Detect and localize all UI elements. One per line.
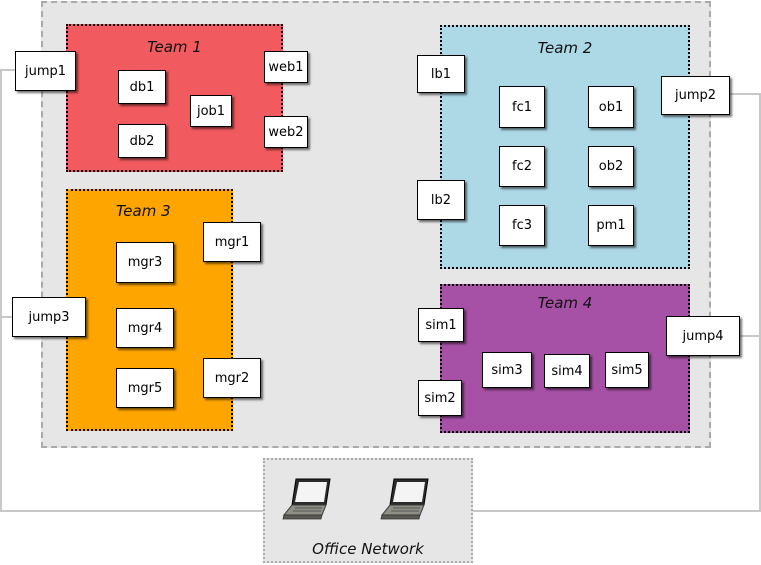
node-fc2[interactable]: fc2 [499,146,545,187]
office-network-zone: Office Network [263,458,473,563]
team1-title: Team 1 [147,38,202,56]
wire-jump1-office [0,69,263,512]
node-lb1[interactable]: lb1 [417,55,465,93]
node-db1[interactable]: db1 [118,70,166,104]
node-web1[interactable]: web1 [264,51,308,83]
node-sim2[interactable]: sim2 [418,380,462,416]
node-ob2[interactable]: ob2 [588,146,634,187]
node-jump3[interactable]: jump3 [12,297,86,337]
office-network-label: Office Network [312,540,424,558]
node-web2[interactable]: web2 [264,116,308,148]
node-fc1[interactable]: fc1 [499,86,545,128]
node-jump2[interactable]: jump2 [661,76,730,115]
node-mgr2[interactable]: mgr2 [203,358,261,398]
node-mgr5[interactable]: mgr5 [116,368,174,408]
node-db2[interactable]: db2 [118,124,166,158]
team4-title: Team 4 [537,294,593,312]
laptop-icon [282,478,331,520]
node-sim4[interactable]: sim4 [544,354,590,388]
node-pm1[interactable]: pm1 [588,205,634,246]
node-sim5[interactable]: sim5 [605,352,649,388]
node-sim3[interactable]: sim3 [482,352,532,388]
wire-jump2-office [473,93,761,512]
node-job1[interactable]: job1 [190,95,232,127]
node-ob1[interactable]: ob1 [588,86,634,128]
node-mgr3[interactable]: mgr3 [116,242,174,283]
node-jump1[interactable]: jump1 [15,51,76,91]
team2-title: Team 2 [537,39,593,57]
team2-zone: Team 2 [440,25,690,269]
team1-zone: Team 1 [66,24,283,172]
node-jump4[interactable]: jump4 [666,316,740,356]
node-sim1[interactable]: sim1 [418,308,464,342]
node-mgr4[interactable]: mgr4 [116,308,174,348]
laptop-icon [380,478,429,520]
node-fc3[interactable]: fc3 [499,205,545,246]
team3-title: Team 3 [116,202,171,220]
node-mgr1[interactable]: mgr1 [203,222,261,262]
node-lb2[interactable]: lb2 [417,180,465,220]
